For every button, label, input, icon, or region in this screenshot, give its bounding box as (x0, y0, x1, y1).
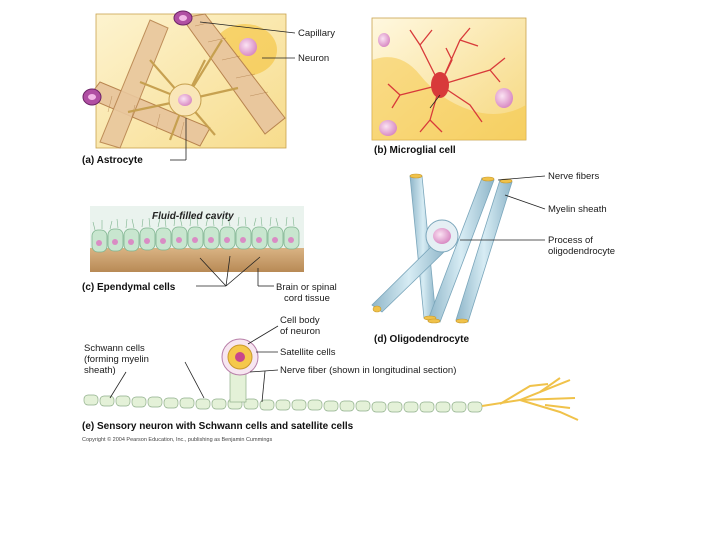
caption-a: (a) Astrocyte (82, 155, 143, 166)
axon-terminal-branches (482, 378, 578, 420)
label-cell-body-1: Cell body (280, 315, 320, 326)
label-satellite-cells: Satellite cells (280, 347, 336, 358)
caption-d: (d) Oligodendrocyte (374, 334, 469, 345)
label-fluid-cavity: Fluid-filled cavity (152, 211, 234, 222)
panel-d-oligodendrocyte: Nerve fibers Myelin sheath Process of ol… (372, 171, 615, 345)
label-brain-tissue-1: Brain or spinal (276, 282, 337, 293)
label-brain-tissue-2: cord tissue (284, 293, 330, 304)
panel-a-astrocyte: Capillary Neuron (a) Astrocyte (82, 11, 335, 166)
label-process-1: Process of (548, 235, 593, 246)
label-neuron: Neuron (298, 53, 329, 64)
label-capillary: Capillary (298, 28, 335, 39)
brain-tissue (90, 248, 304, 272)
label-nerve-fiber: Nerve fiber (shown in longitudinal secti… (280, 365, 456, 376)
panel-b-microglia: (b) Microglial cell (372, 18, 526, 156)
caption-e: (e) Sensory neuron with Schwann cells an… (82, 421, 354, 432)
neuron-process (230, 372, 246, 402)
label-schwann-1: Schwann cells (84, 343, 145, 354)
panel-c-ependymal: Fluid-filled cavity (c) Ependymal cells … (82, 206, 337, 304)
astrocyte-nucleus (178, 94, 192, 106)
neuron-nucleus (239, 38, 257, 56)
panel-e-sensory-neuron: Cell body of neuron Satellite cells Schw… (82, 315, 578, 443)
neighbor-nucleus (378, 33, 390, 47)
label-schwann-3: sheath) (84, 365, 116, 376)
oligodendrocyte-nucleus (433, 228, 451, 244)
schwann-cell-chain (84, 395, 482, 412)
caption-b: (b) Microglial cell (374, 145, 456, 156)
label-nerve-fibers: Nerve fibers (548, 171, 599, 182)
neighbor-nucleus (495, 88, 513, 108)
label-cell-body-2: of neuron (280, 326, 320, 337)
label-schwann-2: (forming myelin (84, 354, 149, 365)
neuron-nucleus-e (235, 352, 245, 362)
caption-c: (c) Ependymal cells (82, 282, 176, 293)
microglia-body (431, 72, 449, 98)
label-myelin-sheath: Myelin sheath (548, 204, 607, 215)
label-process-2: oligodendrocyte (548, 246, 615, 257)
copyright-text: Copyright © 2004 Pearson Education, Inc.… (82, 436, 272, 443)
neighbor-nucleus (379, 120, 397, 136)
